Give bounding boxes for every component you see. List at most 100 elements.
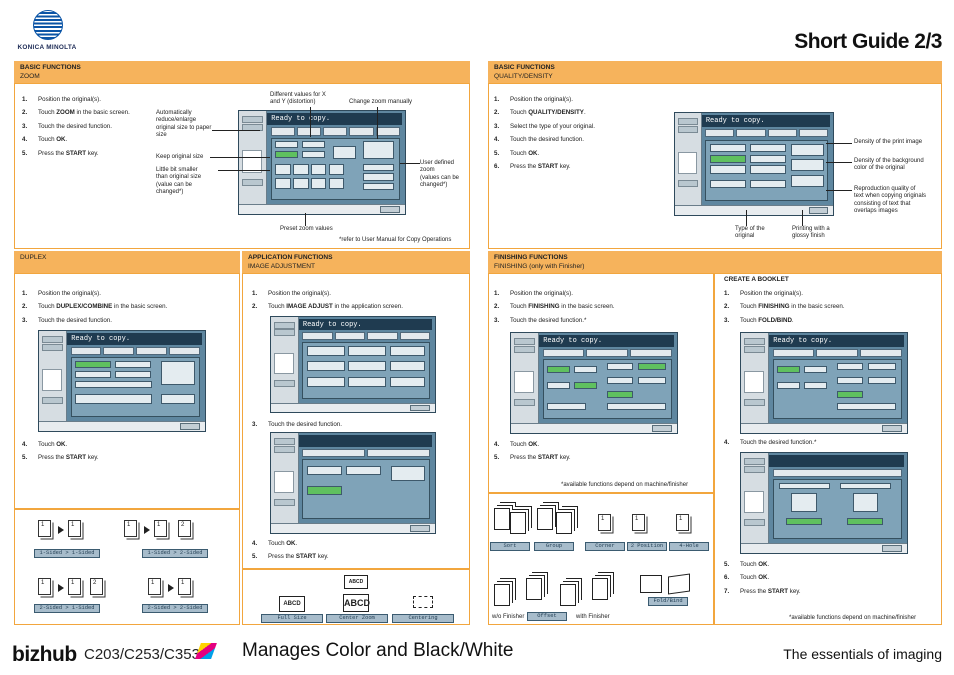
- step-item: 3.Touch the desired function.: [22, 316, 112, 324]
- finishing-steps-final: 4.Touch OK. 5.Press the START key.: [494, 441, 571, 468]
- booklet-steps-final: 5.Touch OK. 6.Touch OK. 7.Press the START …: [724, 561, 801, 601]
- center-zoom-button[interactable]: Center Zoom: [326, 614, 388, 623]
- finishing-diagram-panel: [488, 493, 714, 625]
- centering-button[interactable]: Centering: [392, 614, 454, 623]
- zoom-screen: Ready to copy.: [238, 110, 406, 215]
- step-item: 5.Touch OK.: [724, 561, 770, 568]
- step-item: 2.Touch FINISHING in the basic screen.: [724, 303, 845, 311]
- callout-user-zoom: User defined zoom (values can be changed…: [420, 160, 460, 188]
- sample-centering: [413, 596, 433, 608]
- image-adjust-step3: 3.Touch the desired function.: [252, 421, 342, 428]
- finishing-steps: 1.Position the original(s).2.Touch FINIS…: [494, 290, 615, 330]
- zoom-panel: [14, 83, 470, 249]
- globe-icon: [33, 10, 63, 40]
- offset-button[interactable]: Offset: [527, 612, 567, 621]
- finishing-screen: Ready to copy.: [510, 332, 678, 434]
- finishing-panel: [488, 273, 714, 493]
- zoom-footnote: *refer to User Manual for Copy Operation…: [339, 237, 452, 243]
- group-button[interactable]: Group: [534, 542, 574, 551]
- finishing-band: FINISHING FUNCTIONS FINISHING (only with…: [488, 251, 942, 273]
- duplex-1to2-button[interactable]: 1-Sided > 2-Sided: [142, 549, 208, 558]
- booklet-panel: [714, 273, 942, 625]
- step-item: 5.Press the START key.: [252, 553, 329, 561]
- step-item: 7.Press the START key.: [724, 587, 801, 595]
- corner-staple-button[interactable]: Corner: [585, 542, 625, 551]
- image-adjust-steps-final: 4.Touch OK. 5.Press the START key.: [252, 540, 329, 567]
- sample-center-zoom: ABCD: [343, 594, 370, 612]
- callout-background: Density of the background color of the o…: [854, 158, 924, 172]
- image-adjust-diagram-panel: [242, 569, 470, 625]
- duplex-1to1-button[interactable]: 1-Sided > 1-Sided: [34, 549, 100, 558]
- booklet-steps: 1.Position the original(s). 2.Touch FINIS…: [724, 290, 845, 330]
- two-position-staple-button[interactable]: 2 Position: [627, 542, 667, 551]
- zoom-steps: 1.Position the original(s). 2.Touch ZOOM …: [22, 96, 130, 163]
- four-hole-button[interactable]: 4-Hole: [669, 542, 709, 551]
- step-item: 6.Touch OK.: [724, 574, 770, 582]
- duplex-band: DUPLEX: [14, 251, 240, 273]
- step-item: 5.Press the START key.: [22, 454, 99, 462]
- step-item: 5.Press the START key.: [494, 454, 571, 462]
- quality-band: BASIC FUNCTIONS QUALITY/DENSITY: [488, 61, 942, 83]
- fold-bind-button[interactable]: Fold/Bind: [648, 597, 688, 606]
- duplex-steps: 1.Position the original(s). 2.Touch DUPLE…: [22, 290, 167, 330]
- application-screen: Ready to copy.: [270, 316, 436, 413]
- quality-steps: 1.Position the original(s). 2.Touch QUALI…: [494, 96, 595, 176]
- callout-density: Density of the print image: [854, 139, 923, 145]
- duplex-diagram-panel: [14, 509, 240, 625]
- booklet-heading: CREATE A BOOKLET: [724, 276, 789, 283]
- step-item: 2.Touch QUALITY/DENSITY.: [494, 109, 586, 117]
- step-item: 4.Touch the desired function.: [494, 136, 584, 144]
- slogan: The essentials of imaging: [783, 646, 942, 662]
- sample-original: ABCD: [344, 575, 368, 589]
- callout-preset-zoom: Preset zoom values: [280, 226, 333, 232]
- image-adjust-steps: 1.Position the original(s).2.Touch IMAGE…: [252, 290, 403, 317]
- callout-auto-zoom: Automatically reduce/enlarge original si…: [156, 110, 212, 138]
- step-item: 1.Position the original(s).: [494, 96, 573, 103]
- image-adjust-screen: [270, 432, 436, 534]
- callout-reproduction: Reproduction quality of text when copyin…: [854, 186, 927, 214]
- step-item: 4.Touch OK.: [22, 136, 68, 144]
- duplex-screen: Ready to copy.: [38, 330, 206, 432]
- step-item: 5.Press the START key.: [22, 149, 99, 157]
- image-adjust-band: APPLICATION FUNCTIONS IMAGE ADJUSTMENT: [242, 251, 470, 273]
- callout-keep-size: Keep original size: [156, 154, 204, 160]
- sort-button[interactable]: Sort: [490, 542, 530, 551]
- duplex-steps-final: 4.Touch OK. 5.Press the START key.: [22, 441, 99, 468]
- step-item: 6.Press the START key.: [494, 162, 571, 170]
- step-item: 4.Touch OK.: [22, 441, 68, 448]
- callout-little-smaller: Little bit smaller than original size (v…: [156, 167, 202, 195]
- duplex-2to2-button[interactable]: 2-Sided > 2-Sided: [142, 604, 208, 613]
- step-item: 1.Position the original(s).: [22, 290, 101, 297]
- step-item: 4.Touch OK.: [494, 441, 540, 448]
- duplex-2to1-button[interactable]: 2-Sided > 1-Sided: [34, 604, 100, 613]
- step-item: 5.Touch OK.: [494, 149, 540, 157]
- zoom-band: BASIC FUNCTIONS ZOOM: [14, 61, 470, 83]
- logo-text: KONICA MINOLTA: [17, 44, 77, 51]
- bizhub-brand: bizhub: [12, 643, 77, 666]
- step-item: 1.Position the original(s).: [22, 96, 101, 103]
- model-numbers: C203/C253/C353: [84, 646, 200, 663]
- step-item: 2.Touch FINISHING in the basic screen.: [494, 303, 615, 311]
- quality-panel: [488, 83, 942, 249]
- fold-bind-screen: [740, 452, 908, 554]
- step-item: 2.Touch IMAGE ADJUST in the application …: [252, 303, 403, 311]
- step-item: 3.Select the type of your original.: [494, 122, 595, 130]
- callout-glossy: Printing with a glossy finish: [792, 226, 830, 240]
- step-item: 2.Touch DUPLEX/COMBINE in the basic scre…: [22, 303, 168, 311]
- callout-original-type: Type of the original: [735, 226, 765, 240]
- full-size-button[interactable]: Full Size: [261, 614, 323, 623]
- callout-xy-distortion: Different values for X and Y (distortion…: [270, 92, 326, 106]
- without-finisher-label: w/o Finisher: [492, 614, 525, 620]
- step-item: 3.Touch the desired function.*: [494, 316, 587, 324]
- callout-change-manual: Change zoom manually: [349, 99, 413, 105]
- booklet-finishing-screen: Ready to copy.: [740, 332, 908, 434]
- step-item: 1.Position the original(s).: [724, 290, 803, 297]
- step-item: 2.Touch ZOOM in the basic screen.: [22, 109, 130, 117]
- step-item: 4.Touch OK.: [252, 540, 298, 547]
- with-finisher-label: with Finisher: [576, 614, 610, 620]
- booklet-step4: 4.Touch the desired function.*: [724, 439, 817, 446]
- booklet-footnote: *available functions depend on machine/f…: [789, 615, 917, 621]
- step-item: 3.Touch FOLD/BIND.: [724, 316, 794, 324]
- image-adjust-panel: [242, 273, 470, 569]
- tagline: Manages Color and Black/White: [242, 640, 514, 661]
